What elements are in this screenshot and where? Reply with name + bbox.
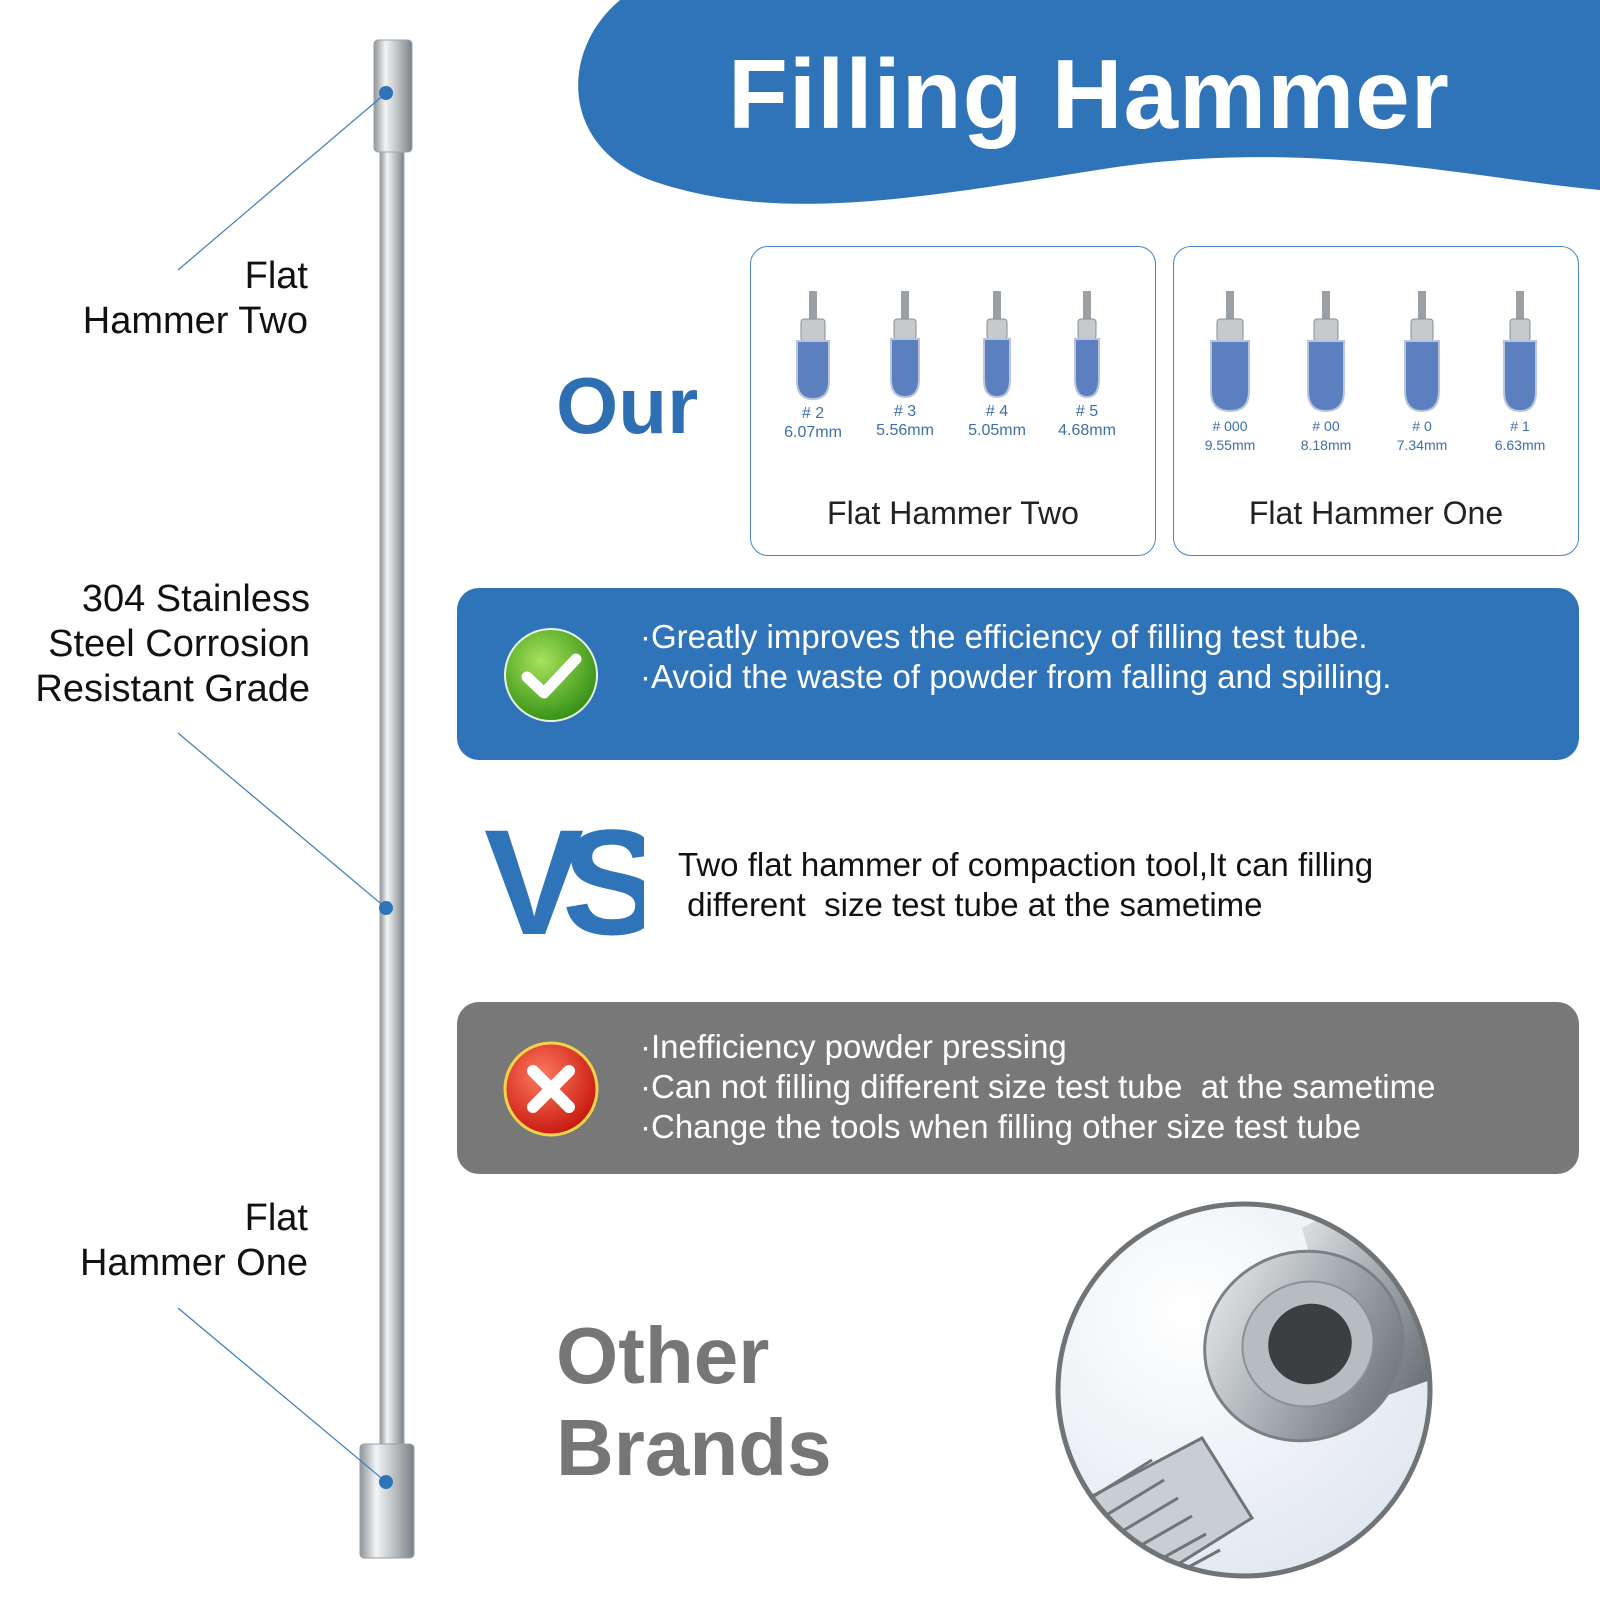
page-title: Filling Hammer bbox=[728, 39, 1450, 149]
tube-number: # 5 bbox=[1075, 403, 1099, 420]
tube-item: # 5 4.68mm bbox=[1047, 291, 1127, 441]
tube-number: # 00 bbox=[1312, 418, 1340, 434]
heading-line: Brands bbox=[556, 1403, 832, 1492]
tube-size: 6.63mm bbox=[1494, 437, 1546, 453]
cons-box: ·Inefficiency powder pressing ·Can not f… bbox=[457, 1002, 1579, 1174]
tube-number: # 000 bbox=[1212, 418, 1248, 434]
tube-hammer-icon bbox=[890, 291, 920, 399]
panel-caption: Flat Hammer Two bbox=[827, 495, 1079, 531]
tube-size: 5.05mm bbox=[968, 422, 1026, 439]
tube-item: # 1 6.63mm bbox=[1480, 291, 1560, 455]
other-brands-heading: Other Brands bbox=[556, 1310, 832, 1494]
our-heading: Our bbox=[556, 361, 699, 450]
panel-flat-hammer-two: # 2 6.07mm # 3 5.56mm # 4 5.05mm # 5 4.6… bbox=[750, 246, 1156, 556]
title-banner bbox=[578, 0, 1600, 204]
heading-line: Other bbox=[556, 1311, 770, 1400]
tube-number: # 4 bbox=[985, 403, 1009, 420]
cons-line: ·Can not filling different size test tub… bbox=[640, 1068, 1436, 1105]
callout-stainless-steel: 304 Stainless Steel Corrosion Resistant … bbox=[0, 577, 310, 712]
tube-number: # 1 bbox=[1510, 418, 1530, 434]
tube-item: # 4 5.05mm bbox=[957, 291, 1037, 441]
tube-size: 7.34mm bbox=[1396, 437, 1448, 453]
hammer-rod-illustration bbox=[177, 39, 415, 1559]
tube-hammer-icon bbox=[796, 291, 830, 401]
tube-number: # 2 bbox=[801, 405, 825, 422]
cons-line: ·Inefficiency powder pressing bbox=[640, 1028, 1067, 1065]
tube-hammer-icon bbox=[1210, 291, 1250, 413]
tube-number: # 3 bbox=[893, 403, 917, 420]
tube-item: # 3 5.56mm bbox=[865, 291, 945, 441]
callout-line: 304 Stainless bbox=[81, 578, 310, 620]
callout-line: Hammer Two bbox=[82, 300, 308, 342]
callout-line: Hammer One bbox=[79, 1242, 308, 1284]
tube-hammer-icon bbox=[1074, 291, 1100, 399]
vs-text-line: different size test tube at the sametime bbox=[678, 886, 1263, 923]
callout-line: Steel Corrosion bbox=[48, 623, 310, 665]
pros-box: ·Greatly improves the efficiency of fill… bbox=[457, 588, 1579, 760]
panel-caption: Flat Hammer One bbox=[1248, 495, 1504, 531]
callout-line: Flat bbox=[244, 1197, 308, 1239]
tube-hammer-icon bbox=[1404, 291, 1440, 413]
tube-hammer-icon bbox=[1503, 291, 1537, 413]
tube-item: # 2 6.07mm bbox=[773, 291, 853, 443]
callout-line: Resistant Grade bbox=[35, 668, 310, 710]
vs-mark: VS bbox=[484, 808, 644, 956]
callout-flat-hammer-one: Flat Hammer One bbox=[40, 1196, 308, 1286]
threaded-tool-closeup bbox=[1055, 1201, 1433, 1579]
tube-size: 4.68mm bbox=[1058, 422, 1116, 439]
tube-item: # 000 9.55mm bbox=[1190, 291, 1270, 455]
pros-line: ·Greatly improves the efficiency of fill… bbox=[640, 618, 1368, 655]
tube-number: # 0 bbox=[1412, 418, 1432, 434]
callout-line: Flat bbox=[244, 255, 308, 297]
tube-size: 5.56mm bbox=[876, 422, 934, 439]
svg-text:VS: VS bbox=[484, 808, 644, 956]
cons-line: ·Change the tools when filling other siz… bbox=[640, 1108, 1361, 1145]
tube-hammer-icon bbox=[983, 291, 1011, 399]
callout-flat-hammer-two: Flat Hammer Two bbox=[40, 254, 308, 344]
tube-size: 6.07mm bbox=[784, 424, 842, 441]
pros-line: ·Avoid the waste of powder from falling … bbox=[640, 658, 1392, 695]
tube-item: # 0 7.34mm bbox=[1382, 291, 1462, 455]
panel-flat-hammer-one: # 000 9.55mm # 00 8.18mm # 0 7.34mm # 1 … bbox=[1173, 246, 1579, 556]
check-icon bbox=[504, 628, 598, 722]
tube-size: 8.18mm bbox=[1300, 437, 1352, 453]
tube-item: # 00 8.18mm bbox=[1286, 291, 1366, 455]
tube-size: 9.55mm bbox=[1204, 437, 1256, 453]
tube-hammer-icon bbox=[1307, 291, 1345, 413]
cross-icon bbox=[503, 1041, 599, 1137]
vs-text-line: Two flat hammer of compaction tool,It ca… bbox=[678, 846, 1374, 883]
